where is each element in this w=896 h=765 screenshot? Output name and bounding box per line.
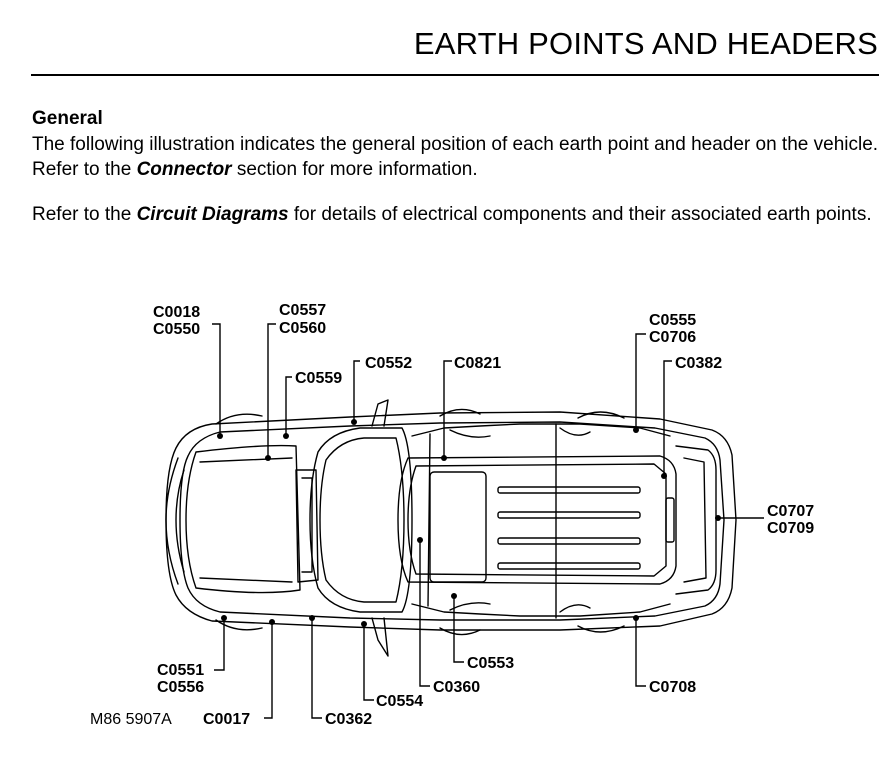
title-divider <box>31 74 879 76</box>
section-heading: General <box>32 108 103 129</box>
circuit-diagrams-link[interactable]: Circuit Diagrams <box>136 204 289 225</box>
earth-point-marker <box>351 419 357 425</box>
label-c0557: C0557 <box>279 302 326 319</box>
label-c0550: C0550 <box>153 321 200 338</box>
earth-point-marker <box>451 593 457 599</box>
earth-point-marker <box>633 615 639 621</box>
earth-point-marker <box>417 537 423 543</box>
label-c0360: C0360 <box>433 679 480 696</box>
label-c0553: C0553 <box>467 655 514 672</box>
intro-paragraph: The following illustration indicates the… <box>32 132 882 182</box>
label-c0017: C0017 <box>203 711 250 728</box>
earth-point-marker <box>715 515 721 521</box>
earth-point-marker <box>309 615 315 621</box>
label-c0706: C0706 <box>649 329 696 346</box>
reference-text-end: for details of electrical components and… <box>288 204 872 225</box>
page-title: EARTH POINTS AND HEADERS <box>413 26 878 61</box>
label-c0018: C0018 <box>153 304 200 321</box>
earth-point-marker <box>217 433 223 439</box>
label-c0559: C0559 <box>295 370 342 387</box>
label-c0555: C0555 <box>649 312 696 329</box>
label-c0382: C0382 <box>675 355 722 372</box>
intro-text-start: The following illustration indicates the… <box>32 134 879 180</box>
label-c0554: C0554 <box>376 693 423 710</box>
earth-point-marker <box>283 433 289 439</box>
reference-paragraph: Refer to the Circuit Diagrams for detail… <box>32 202 882 227</box>
label-c0556: C0556 <box>157 679 204 696</box>
label-c0708: C0708 <box>649 679 696 696</box>
label-c0709: C0709 <box>767 520 814 537</box>
earth-point-marker <box>633 427 639 433</box>
label-c0707: C0707 <box>767 503 814 520</box>
label-c0560: C0560 <box>279 320 326 337</box>
reference-text-start: Refer to the <box>32 204 137 225</box>
label-c0551: C0551 <box>157 662 204 679</box>
connector-link[interactable]: Connector <box>136 159 232 180</box>
label-c0362: C0362 <box>325 711 372 728</box>
leader-lines <box>212 323 764 719</box>
earth-point-markers <box>217 419 721 627</box>
label-c0552: C0552 <box>365 355 412 372</box>
connector-labels: C0018 C0550 C0557 C0560 C0559 C0552 C082… <box>90 302 814 728</box>
figure-reference: M86 5907A <box>90 711 172 728</box>
earth-point-marker <box>269 619 275 625</box>
earth-point-marker <box>361 621 367 627</box>
earth-point-marker <box>441 455 447 461</box>
vehicle-outline <box>165 399 737 657</box>
earth-point-marker <box>661 473 667 479</box>
earth-point-marker <box>265 455 271 461</box>
label-c0821: C0821 <box>454 355 501 372</box>
intro-text-end: section for more information. <box>231 159 478 180</box>
earth-point-marker <box>221 615 227 621</box>
